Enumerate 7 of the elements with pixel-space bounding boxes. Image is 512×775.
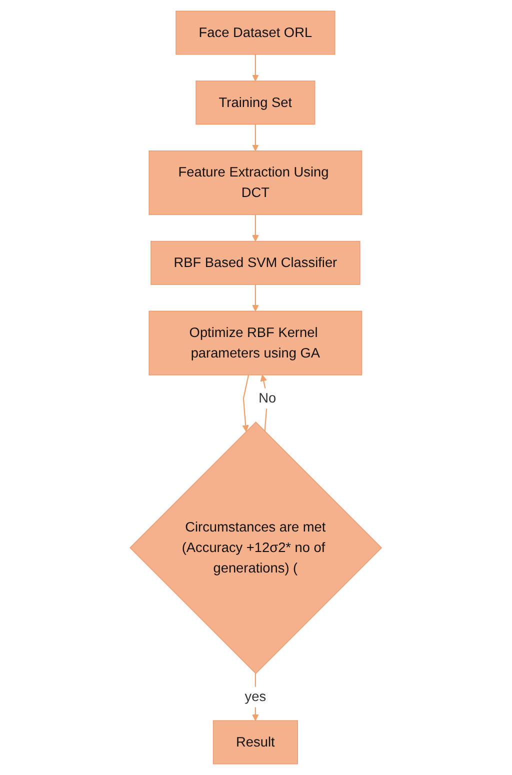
process-box: Training Set	[196, 80, 316, 125]
decision-diamond: Circumstances are met (Accuracy +12σ2* no of generations) (	[130, 422, 382, 674]
process-box: Face Dataset ORL	[176, 10, 336, 55]
process-box: Feature Extraction Using DCT	[148, 150, 362, 216]
process-box: Result	[213, 720, 298, 764]
process-box: Optimize RBF Kernel parameters using GA	[148, 310, 362, 376]
process-box: RBF Based SVM Classifier	[150, 240, 360, 285]
